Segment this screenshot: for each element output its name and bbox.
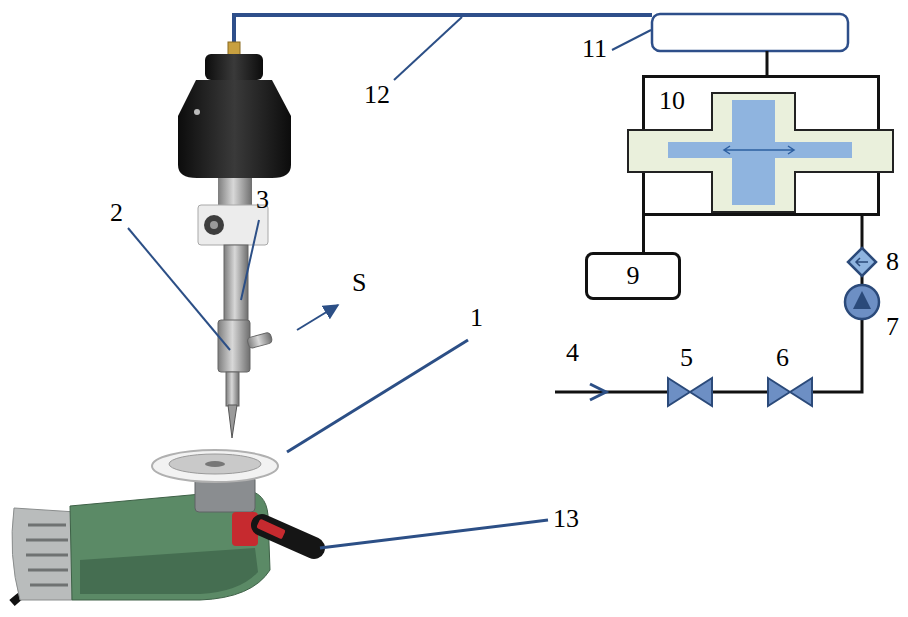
needle [228,405,237,438]
leader-line [394,17,462,80]
pipe [812,319,862,392]
pump-symbol [845,285,879,319]
callout-number: 5 [680,343,693,373]
valve-symbol [668,378,712,406]
disc [169,454,261,474]
callout-number: 8 [886,247,899,277]
valve-symbol [768,378,812,406]
disc-nut [205,461,225,467]
callout-number: 6 [776,343,789,373]
pipe [712,391,768,394]
callout-number: 3 [256,185,269,215]
callout-number: 1 [470,303,483,333]
vent-end [12,508,76,600]
controller-box [652,14,848,51]
callout-number: 4 [566,338,579,368]
callout-number: 11 [582,34,607,64]
tool-illustration [178,42,291,438]
unit-frame: 10 [642,75,880,216]
housing [178,80,291,178]
unit-box: 9 [585,252,681,300]
leader-line [612,30,651,50]
callout-number: 12 [364,80,390,110]
connector-line [642,216,645,252]
handle-ring [256,519,286,540]
grip [80,548,258,594]
housing-cap [205,54,263,80]
filter-symbol [848,248,876,276]
flow-arrow [724,146,794,154]
vents [26,525,68,585]
pipe [861,216,864,248]
neck [218,178,252,206]
leader-line [241,220,259,300]
angle-grinder [12,450,314,603]
wire [766,51,769,75]
tip-holder [226,372,239,406]
clamp-knob [204,215,224,235]
callout-number: 10 [659,86,685,116]
side-pin [247,332,273,349]
leader-line [320,520,548,548]
callout-number: 9 [627,261,640,291]
callout-number: S [352,268,366,298]
feed-arrow [297,305,338,330]
filter-mark [856,258,868,266]
fitting [228,42,240,56]
pipe [555,391,668,394]
callout-number: 7 [886,312,899,342]
pump-mark [853,291,871,309]
collet [218,320,250,372]
disc-guard [152,450,278,482]
callout-number: 13 [553,504,579,534]
leader-line [287,340,468,452]
inlet-arrow [590,384,606,400]
screw [194,109,200,115]
callout-number: 2 [110,198,123,228]
cross-core [668,100,852,205]
leader-line [128,228,230,350]
clamp-knob-center [210,221,218,229]
